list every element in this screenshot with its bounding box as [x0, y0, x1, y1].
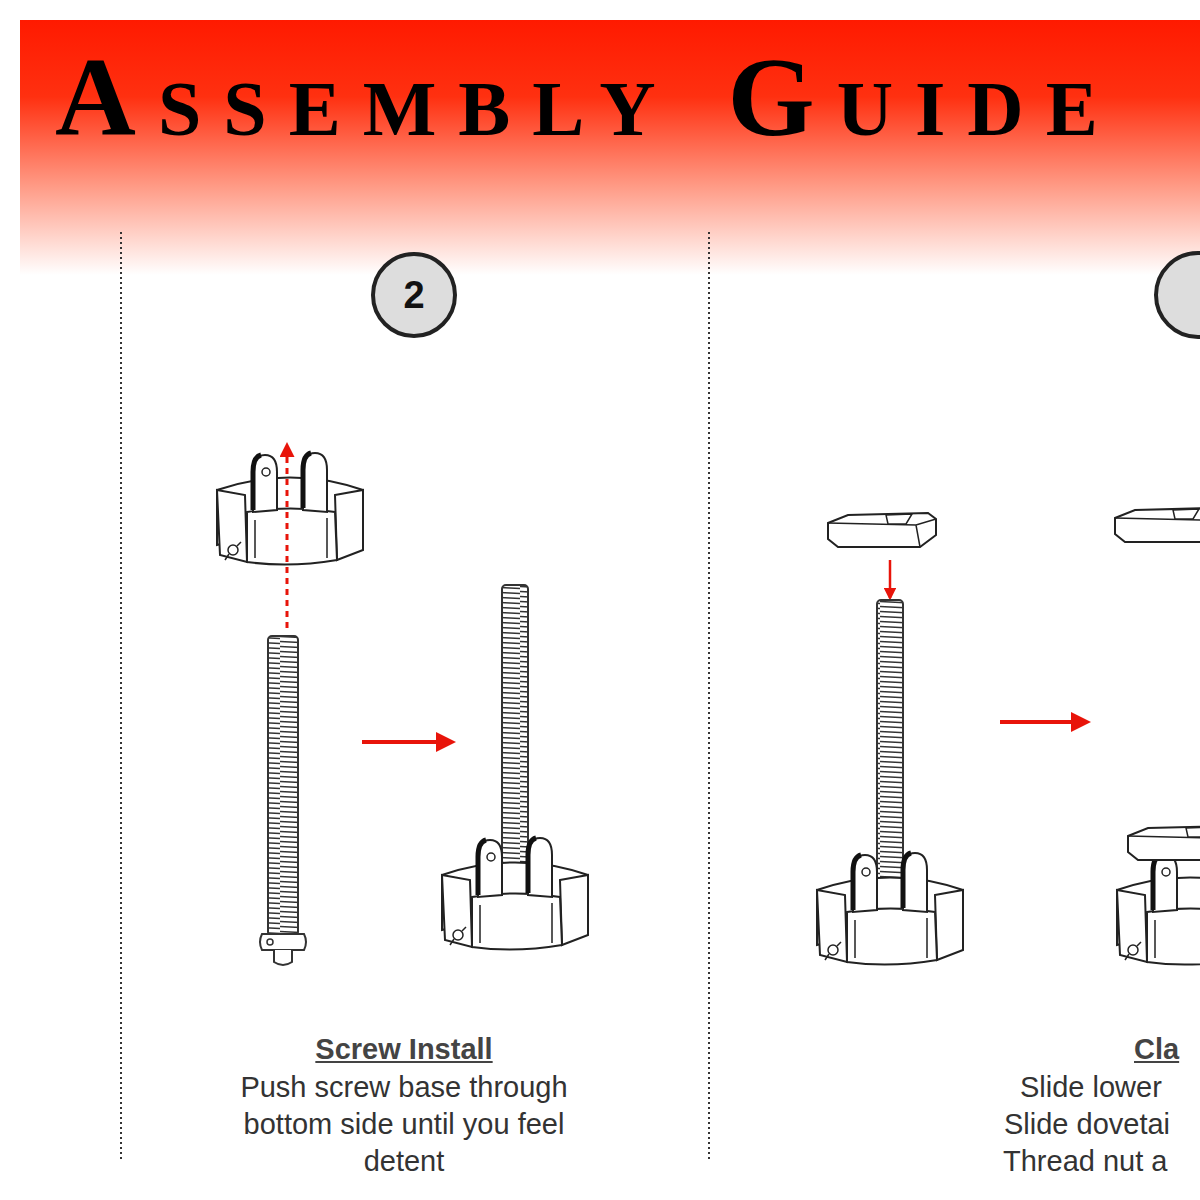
panel-divider — [708, 232, 710, 1162]
threaded-rod — [502, 585, 528, 865]
screw-base — [260, 934, 306, 950]
screw-pin — [267, 939, 273, 945]
clamp-base — [1117, 853, 1200, 965]
step-number-circle: 2 — [371, 252, 457, 338]
sequence-arrow — [362, 740, 452, 744]
panel-divider — [120, 232, 122, 1162]
direction-arrow — [286, 445, 289, 628]
threaded-rod — [268, 636, 298, 936]
page-title: Assembly Guide — [55, 41, 1120, 153]
step-instruction: Push screw base through bottom side unti… — [214, 1069, 594, 1180]
clamp-base — [217, 453, 363, 565]
clamp-base — [442, 838, 588, 950]
step-instruction: Slide lower — [1020, 1069, 1162, 1106]
direction-arrow — [889, 560, 892, 598]
step-instruction: Thread nut a — [1003, 1143, 1167, 1180]
dovetail-nut — [1115, 508, 1200, 542]
step-instruction: Slide dovetai — [1004, 1106, 1170, 1143]
step-circle-partial — [1156, 253, 1200, 337]
sequence-arrow — [1000, 720, 1087, 724]
clamp-base — [817, 853, 963, 965]
step-number: 2 — [371, 252, 457, 338]
step-heading: Cla — [1134, 1031, 1179, 1068]
dovetail-nut — [828, 513, 936, 547]
threaded-rod — [877, 600, 903, 880]
step-heading: Screw Install — [204, 1031, 604, 1068]
dovetail-nut — [1128, 826, 1200, 860]
screw-base — [274, 950, 292, 965]
title-band — [20, 20, 1200, 275]
